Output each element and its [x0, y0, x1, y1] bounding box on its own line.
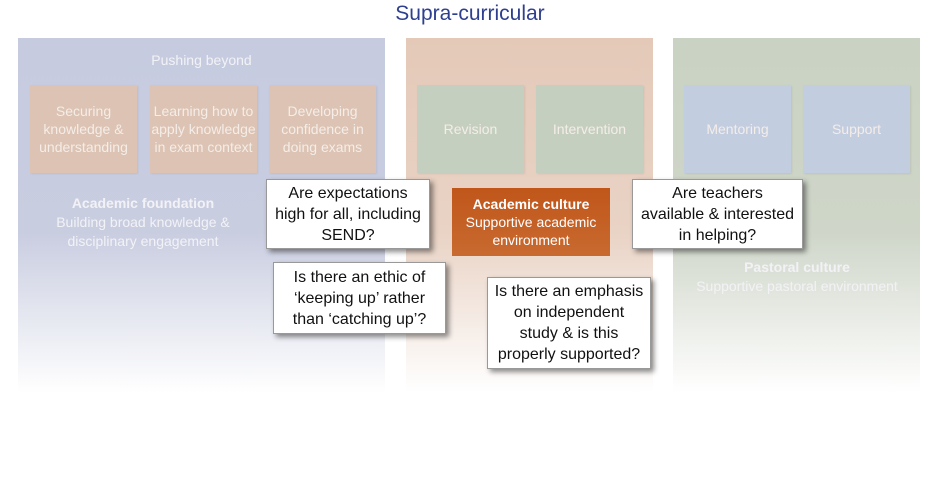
pastoral-culture-desc: Supportive pastoral environment — [696, 278, 898, 294]
academic-foundation-desc: Building broad knowledge & disciplinary … — [56, 214, 230, 249]
box-securing-knowledge: Securing knowledge & understanding — [30, 85, 137, 173]
box-applying-knowledge: Learning how to apply knowledge in exam … — [150, 85, 257, 173]
box-intervention: Intervention — [536, 85, 643, 173]
pushing-beyond-label: Pushing beyond — [151, 52, 252, 68]
callout-expectations: Are expectations high for all, including… — [266, 179, 430, 249]
box-support: Support — [803, 85, 910, 173]
callout-keeping-up: Is there an ethic of ‘keeping up’ rather… — [273, 262, 446, 334]
academic-culture-title: Academic culture — [472, 196, 590, 212]
box-exam-confidence: Developing confidence in doing exams — [269, 85, 376, 173]
box-mentoring: Mentoring — [684, 85, 791, 173]
academic-culture-box: Academic culture Supportive academic env… — [452, 188, 610, 256]
box-revision: Revision — [417, 85, 524, 173]
pastoral-culture-title: Pastoral culture — [744, 259, 850, 275]
diagram-title: Supra-curricular — [395, 2, 545, 25]
pastoral-culture-label: Pastoral culture Supportive pastoral env… — [690, 258, 904, 296]
academic-foundation-title: Academic foundation — [71, 195, 215, 211]
callout-independent-study: Is there an emphasis on independent stud… — [487, 277, 651, 369]
callout-teachers-available: Are teachers available & interested in h… — [632, 179, 803, 249]
academic-foundation-label: Academic foundation Building broad knowl… — [30, 194, 256, 251]
academic-culture-desc: Supportive academic environment — [465, 214, 597, 248]
